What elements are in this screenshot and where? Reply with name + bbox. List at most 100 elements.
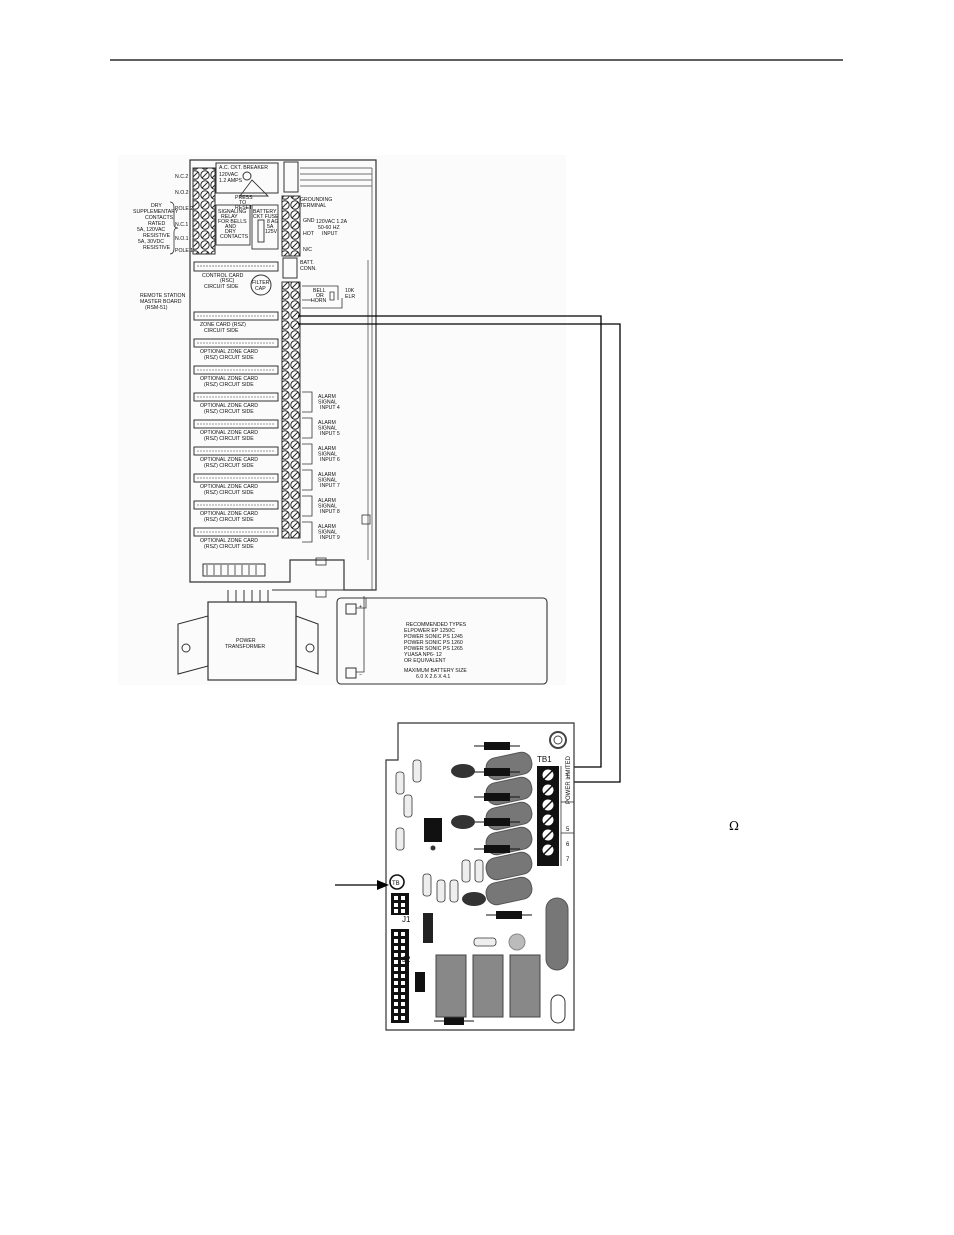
dry-contacts-7: 5A, 30VDC: [138, 239, 164, 245]
remote-station-1: REMOTE STATION: [140, 293, 186, 299]
elr-1: 10K: [345, 288, 355, 294]
alarm-input-label: INPUT 9: [320, 535, 340, 541]
battery-fuse-2: CKT FUSE: [253, 214, 279, 220]
signaling-relay-6: CONTACTS: [220, 234, 249, 240]
batt-conn-2: CONN.: [300, 266, 317, 272]
battery-spec-line: OR EQUIVALENT: [404, 658, 447, 664]
relay-nc1: N.C.1: [175, 222, 188, 228]
zone-card-label: OPTIONAL ZONE CARD: [200, 484, 258, 490]
alarm-input-label: INPUT 7: [320, 483, 340, 489]
alarm-input-label: ALARM: [318, 394, 336, 400]
ac-input-1: 120VAC 1.2A: [316, 219, 348, 225]
control-card-2: (RSC): [220, 278, 235, 284]
alarm-input-label: SIGNAL: [318, 426, 337, 432]
bell-horn-2: OR: [316, 293, 324, 299]
alarm-input-label: ALARM: [318, 524, 336, 530]
zone-card-label: OPTIONAL ZONE CARD: [200, 457, 258, 463]
battery-plus: +: [359, 604, 362, 610]
battery-fuse-1: BATTERY: [253, 209, 277, 215]
zone-card-slot: [193, 338, 279, 348]
tb-callout-label: TB: [392, 881, 400, 887]
zone-card-slot: [193, 527, 279, 537]
remote-station-2: MASTER BOARD: [140, 299, 182, 305]
breaker-label: A.C. CKT. BREAKER: [219, 165, 268, 171]
zone-card-slot: [193, 500, 279, 510]
zone-card-label: (RSZ) CIRCUIT SIDE: [204, 463, 254, 469]
battery-spec-line: YUASA NP6- 12: [404, 652, 442, 658]
zone-card-label: OPTIONAL ZONE CARD: [200, 349, 258, 355]
battery-spec-line: POWER SONIC PS 1245: [404, 634, 463, 640]
battery-minus: −: [359, 672, 362, 678]
zone-card-label: OPTIONAL ZONE CARD: [200, 403, 258, 409]
battery-spec-line: ELPOWER EP 1250C: [404, 628, 455, 634]
zone-card-label: OPTIONAL ZONE CARD: [200, 511, 258, 517]
dry-contacts-4: RATED: [148, 221, 165, 227]
grounding-label-2: TERMINAL: [300, 203, 326, 209]
power-limited-label: POWER LIMITED: [566, 755, 572, 804]
alarm-input-label: ALARM: [318, 498, 336, 504]
relay-pole2: POLE 2: [175, 206, 193, 212]
filter-cap-1: FILTER: [252, 280, 270, 286]
dry-contacts-8: RESISTIVE: [143, 245, 171, 251]
press-reset-3: RESET: [235, 205, 253, 211]
ac-input-2: 50-60 HZ: [318, 225, 340, 231]
breaker-current: 1.2 AMPS: [219, 178, 243, 184]
zone-card-slot: [193, 365, 279, 375]
tb1-label: TB1: [537, 755, 552, 764]
elr-2: ELR: [345, 294, 355, 300]
alarm-input-label: INPUT 5: [320, 431, 340, 437]
zone-card-slot: [193, 311, 279, 321]
tb1-terminal-1: 1: [566, 774, 570, 780]
battery-spec-line: POWER SONIC PS 1265: [404, 646, 463, 652]
lower-board: [385, 722, 575, 1031]
control-card-3: CIRCUIT SIDE: [204, 284, 239, 290]
ohm-symbol: Ω: [729, 819, 739, 833]
alarm-input-label: ALARM: [318, 472, 336, 478]
zone-card-label: (RSZ) CIRCUIT SIDE: [204, 382, 254, 388]
alarm-input-label: INPUT 8: [320, 509, 340, 515]
alarm-input-label: INPUT 4: [320, 405, 340, 411]
grounding-label-1: GROUNDING: [300, 197, 332, 203]
bell-horn-1: BELL: [313, 288, 326, 294]
batt-conn-1: BATT.: [300, 260, 314, 266]
zone-card-label: ZONE CARD (RSZ): [200, 322, 246, 328]
dry-contacts-5: 5A, 120VAC: [137, 227, 165, 233]
filter-cap-2: CAP: [255, 286, 266, 292]
zone-card-label: CIRCUIT SIDE: [204, 328, 239, 334]
press-reset-2: TO: [239, 200, 246, 206]
interconnect-wires: [298, 315, 621, 783]
alarm-input-label: INPUT 6: [320, 457, 340, 463]
dry-contacts-2: SUPPLEMENTARY: [133, 209, 179, 215]
relay-nc2: N.C.2: [175, 174, 188, 180]
dry-contacts-6: RESISTIVE: [143, 233, 171, 239]
signaling-relay-2: RELAY: [221, 214, 238, 220]
zone-card-label: OPTIONAL ZONE CARD: [200, 430, 258, 436]
tb1-terminal-5: 5: [566, 827, 570, 833]
control-card-1: CONTROL CARD: [202, 273, 244, 279]
signaling-relay-5: DRY: [225, 229, 236, 235]
zone-card-label: (RSZ) CIRCUIT SIDE: [204, 355, 254, 361]
signaling-relay-1: SIGNALING: [218, 209, 246, 215]
tb-callout-arrow: [335, 880, 389, 890]
alarm-input-label: SIGNAL: [318, 400, 337, 406]
breaker-voltage: 120VAC: [219, 172, 238, 178]
gnd-label: GND: [303, 218, 315, 224]
battery-fuse-4: 5A: [267, 224, 274, 230]
hot-label: HOT: [303, 231, 315, 237]
alarm-input-label: SIGNAL: [318, 530, 337, 536]
dry-contacts-3: CONTACTS,: [145, 215, 175, 221]
alarm-input-label: ALARM: [318, 446, 336, 452]
relay-no1: N.O.1: [175, 236, 189, 242]
battery-fuse-3: 8 AG: [267, 219, 279, 225]
remote-station-3: (RSM-51): [145, 305, 168, 311]
battery-spec-line: RECOMMENDED TYPES: [406, 622, 467, 628]
ac-input-3: INPUT: [322, 231, 338, 237]
transformer-label-2: TRANSFORMER: [225, 644, 265, 650]
zone-card-label: (RSZ) CIRCUIT SIDE: [204, 517, 254, 523]
zone-card-label: OPTIONAL ZONE CARD: [200, 376, 258, 382]
nc-label: N/C: [303, 247, 312, 253]
alarm-input-label: ALARM: [318, 420, 336, 426]
zone-card-label: (RSZ) CIRCUIT SIDE: [204, 490, 254, 496]
battery-spec-line: MAXIMUM BATTERY SIZE: [404, 668, 467, 674]
relay-no2: N.O.2: [175, 190, 189, 196]
